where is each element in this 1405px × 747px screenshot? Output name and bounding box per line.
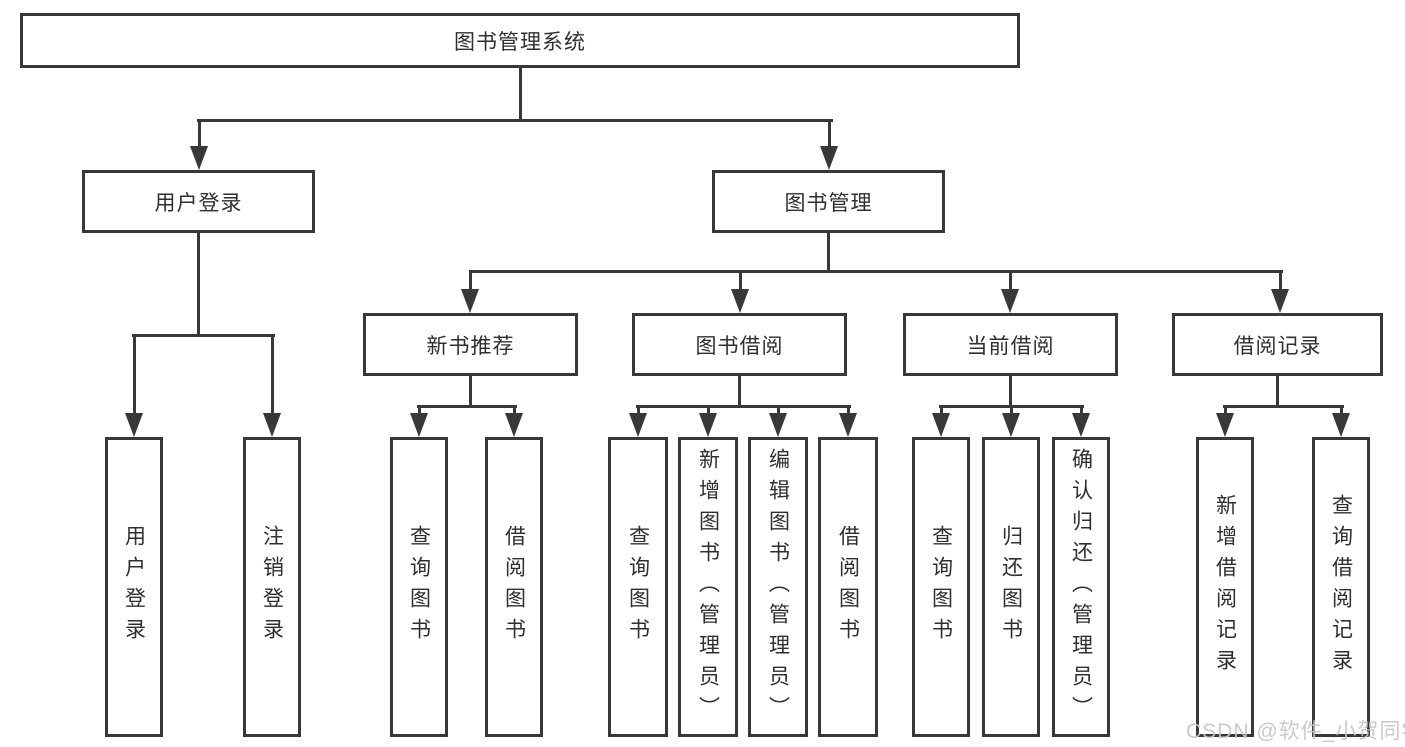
arrow-down-icon xyxy=(125,413,143,437)
leaf-borrow-books: 借阅图书 xyxy=(485,437,543,737)
connector-line xyxy=(1223,405,1227,417)
connector-line xyxy=(827,233,830,273)
leaf-edit-book-admin: 编辑图书（管理员） xyxy=(748,437,808,737)
leaf-return-book: 归还图书 xyxy=(982,437,1040,737)
leaf-logout: 注销登录 xyxy=(243,437,301,737)
node-label: 新书推荐 xyxy=(426,334,515,358)
arrow-down-icon xyxy=(461,289,479,313)
node-current-borrowing: 当前借阅 xyxy=(903,313,1118,376)
connector-line xyxy=(1079,405,1083,417)
node-book-management: 图书管理 xyxy=(712,170,945,233)
arrow-down-icon xyxy=(629,413,647,437)
arrow-down-icon xyxy=(769,413,787,437)
connector-line xyxy=(197,233,200,337)
arrow-down-icon xyxy=(820,146,838,170)
connector-line xyxy=(270,334,274,417)
arrow-down-icon xyxy=(1216,413,1234,437)
leaf-query-books: 查询图书 xyxy=(608,437,668,737)
connector-line xyxy=(939,405,943,417)
leaf-label: 借阅图书 xyxy=(502,525,526,649)
leaf-label: 用户登录 xyxy=(122,525,146,649)
connector-line xyxy=(417,405,517,408)
arrow-down-icon xyxy=(1271,289,1289,313)
leaf-user-login: 用户登录 xyxy=(105,437,163,737)
connector-line xyxy=(1008,270,1012,293)
connector-line xyxy=(132,334,136,417)
connector-line xyxy=(468,270,472,293)
connector-line xyxy=(636,405,640,417)
leaf-label: 查询图书 xyxy=(407,525,431,649)
arrow-down-icon xyxy=(731,289,749,313)
node-label: 用户登录 xyxy=(154,191,243,215)
arrow-down-icon xyxy=(699,413,717,437)
connector-line xyxy=(776,405,780,417)
connector-line xyxy=(636,405,851,408)
arrow-down-icon xyxy=(505,413,523,437)
connector-line xyxy=(1276,376,1279,408)
leaf-query-books: 查询图书 xyxy=(390,437,448,737)
leaf-label: 注销登录 xyxy=(260,525,284,649)
connector-line xyxy=(1278,270,1282,293)
arrow-down-icon xyxy=(1072,413,1090,437)
leaf-label: 借阅图书 xyxy=(836,525,860,649)
node-borrowing-records: 借阅记录 xyxy=(1172,313,1383,376)
connector-line xyxy=(827,119,831,150)
connector-line xyxy=(417,405,421,417)
connector-line xyxy=(469,376,472,408)
node-user-login: 用户登录 xyxy=(82,170,315,233)
leaf-borrow-books: 借阅图书 xyxy=(818,437,878,737)
connector-line xyxy=(846,405,850,417)
node-label: 当前借阅 xyxy=(966,334,1055,358)
node-label: 图书借阅 xyxy=(695,334,784,358)
leaf-label: 新增借阅记录 xyxy=(1213,494,1237,680)
arrow-down-icon xyxy=(1332,413,1350,437)
node-label: 图书管理系统 xyxy=(454,30,586,54)
connector-line xyxy=(706,405,710,417)
leaf-label: 新增图书（管理员） xyxy=(696,447,720,727)
leaf-add-book-admin: 新增图书（管理员） xyxy=(678,437,738,737)
arrow-down-icon xyxy=(190,146,208,170)
node-new-book-recommend: 新书推荐 xyxy=(363,313,578,376)
connector-line xyxy=(512,405,516,417)
leaf-add-borrow-record: 新增借阅记录 xyxy=(1196,437,1254,737)
arrow-down-icon xyxy=(410,413,428,437)
node-library-management-system: 图书管理系统 xyxy=(20,13,1020,68)
leaf-confirm-return-admin: 确认归还（管理员） xyxy=(1052,437,1110,737)
connector-line xyxy=(1009,405,1013,417)
csdn-watermark: CSDN @软件_小贺同学 xyxy=(1186,720,1405,743)
node-label: 借阅记录 xyxy=(1233,334,1322,358)
connector-line xyxy=(197,119,201,150)
leaf-label: 编辑图书（管理员） xyxy=(766,447,790,727)
arrow-down-icon xyxy=(1002,413,1020,437)
node-book-borrowing: 图书借阅 xyxy=(632,313,847,376)
arrow-down-icon xyxy=(932,413,950,437)
connector-line xyxy=(1009,376,1012,408)
connector-line xyxy=(519,68,522,122)
node-label: 图书管理 xyxy=(784,191,873,215)
leaf-label: 查询借阅记录 xyxy=(1329,494,1353,680)
arrow-down-icon xyxy=(839,413,857,437)
connector-line xyxy=(132,334,275,337)
leaf-label: 确认归还（管理员） xyxy=(1069,447,1093,727)
leaf-label: 查询图书 xyxy=(929,525,953,649)
connector-line xyxy=(1339,405,1343,417)
connector-line xyxy=(738,270,742,293)
leaf-query-books: 查询图书 xyxy=(912,437,970,737)
connector-line xyxy=(738,376,741,408)
arrow-down-icon xyxy=(1001,289,1019,313)
leaf-query-borrow-record: 查询借阅记录 xyxy=(1312,437,1370,737)
connector-line xyxy=(1223,405,1344,408)
connector-line xyxy=(197,119,833,122)
leaf-label: 归还图书 xyxy=(999,525,1023,649)
arrow-down-icon xyxy=(263,413,281,437)
leaf-label: 查询图书 xyxy=(626,525,650,649)
connector-line xyxy=(469,270,1283,273)
